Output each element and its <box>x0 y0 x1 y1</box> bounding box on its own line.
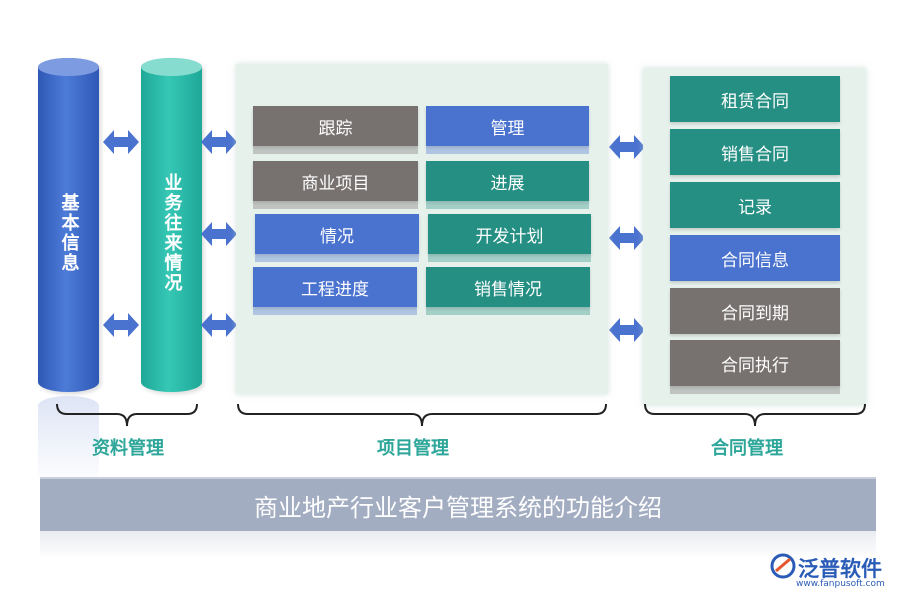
box-label: 销售合同 <box>721 144 789 165</box>
double-arrow-icon <box>609 318 645 342</box>
project-box-develop: 进展 <box>426 161 589 209</box>
box-label: 工程进度 <box>301 279 369 300</box>
project-box-sales: 销售情况 <box>426 267 590 315</box>
project-box-commercial: 商业项目 <box>253 161 418 209</box>
fanpu-logo: 泛普软件 www.fanpusoft.com <box>770 553 895 593</box>
contract-box-expiry: 合同到期 <box>670 288 840 334</box>
logo-name: 泛普软件 <box>798 557 882 581</box>
box-label: 商业项目 <box>301 173 370 194</box>
contract-box-record: 记录 <box>670 182 840 228</box>
basic-info-label: 基本信息 <box>58 193 80 273</box>
double-arrow-icon <box>201 313 237 337</box>
basic-info-cylinder: 基本信息 <box>38 58 99 392</box>
group-label-data: 资料管理 <box>92 438 164 459</box>
double-arrow-icon <box>201 130 237 154</box>
project-box-manage: 管理 <box>426 106 589 154</box>
project-box-plan: 开发计划 <box>428 214 591 262</box>
contract-box-info: 合同信息 <box>670 235 840 281</box>
box-label: 记录 <box>738 197 772 218</box>
group-label-project: 项目管理 <box>377 438 449 459</box>
title-banner: 商业地产行业客户管理系统的功能介绍 <box>40 477 876 531</box>
double-arrow-icon <box>609 135 645 159</box>
page-title: 商业地产行业客户管理系统的功能介绍 <box>254 493 662 522</box>
box-label: 情况 <box>320 226 354 247</box>
logo-url: www.fanpusoft.com <box>796 579 885 589</box>
project-box-track: 跟踪 <box>253 106 418 154</box>
banner-reflection <box>40 531 876 559</box>
box-label: 合同执行 <box>721 355 789 376</box>
box-label: 跟踪 <box>318 118 353 139</box>
business-label: 业务往来情况 <box>161 173 183 293</box>
brace-data <box>56 403 198 427</box>
contract-box-lease: 租赁合同 <box>670 76 840 122</box>
cylinder-top <box>141 58 202 76</box>
basic-info-reflection <box>38 396 99 486</box>
double-arrow-icon <box>609 226 645 250</box>
box-label: 管理 <box>490 118 525 139</box>
brace-project <box>237 403 607 427</box>
double-arrow-icon <box>103 130 139 154</box>
contract-box-execution: 合同执行 <box>670 340 840 394</box>
brace-contract <box>644 403 866 427</box>
box-label: 合同信息 <box>721 250 789 271</box>
double-arrow-icon <box>103 313 139 337</box>
double-arrow-icon <box>201 222 237 246</box>
box-label: 合同到期 <box>721 303 789 324</box>
business-cylinder: 业务往来情况 <box>141 58 202 392</box>
project-box-progress: 工程进度 <box>253 267 417 315</box>
logo-icon <box>770 553 796 579</box>
cylinder-top <box>38 58 99 76</box>
box-label: 销售情况 <box>474 279 542 300</box>
project-box-status: 情况 <box>255 214 419 262</box>
box-label: 进展 <box>490 173 525 194</box>
group-label-contract: 合同管理 <box>711 438 783 459</box>
contract-box-sales: 销售合同 <box>670 129 840 175</box>
box-label: 租赁合同 <box>721 91 789 112</box>
box-label: 开发计划 <box>475 226 544 247</box>
